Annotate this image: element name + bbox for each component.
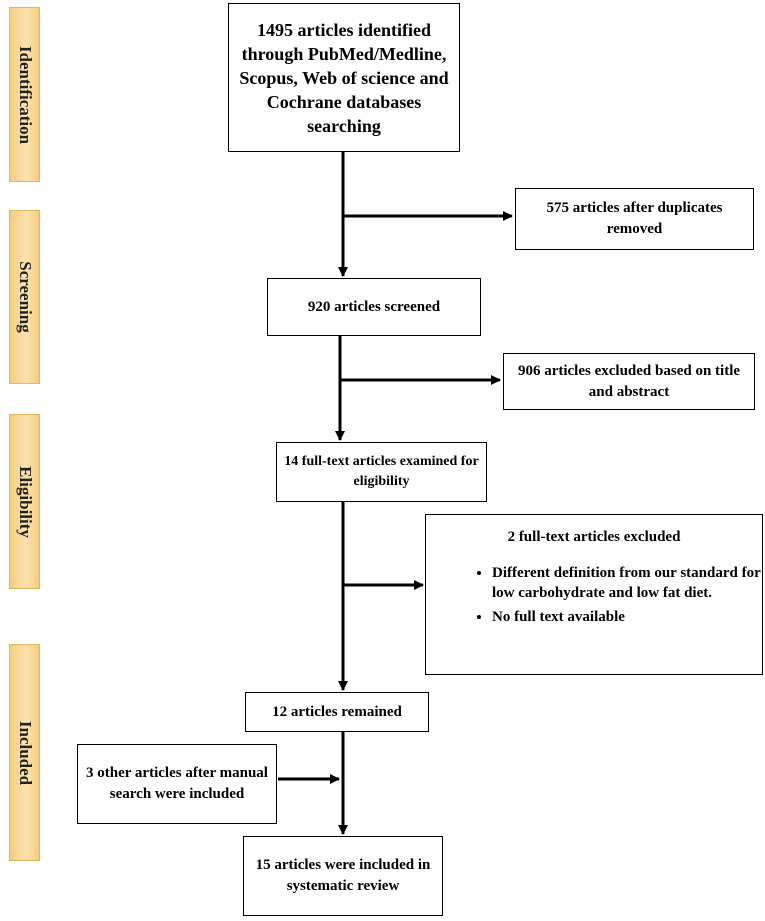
box-duplicates-text: 575 articles after duplicates removed	[546, 200, 723, 237]
phase-included: Included	[9, 644, 40, 861]
box-screened: 920 articles screened	[267, 278, 481, 336]
box-remained-text: 12 articles remained	[272, 703, 402, 720]
box-final: 15 articles were included in systematic …	[243, 836, 443, 916]
phase-identification: Identification	[9, 7, 40, 182]
box-remained: 12 articles remained	[245, 692, 429, 732]
exclusion-reason: Different definition from our standard f…	[492, 563, 762, 603]
box-excluded-title-text: 906 articles excluded based on title and…	[517, 362, 741, 400]
box-manual: 3 other articles after manual search wer…	[77, 744, 277, 824]
box-fulltext-excluded: 2 full-text articles excluded Different …	[425, 514, 763, 675]
phase-eligibility: Eligibility	[9, 414, 40, 589]
box-identified: 1495 articles identified through PubMed/…	[228, 3, 460, 152]
fulltext-excluded-title: 2 full-text articles excluded	[507, 529, 681, 545]
fulltext-excluded-reasons: Different definition from our standard f…	[448, 563, 762, 631]
box-duplicates: 575 articles after duplicates removed	[515, 188, 754, 250]
box-fulltext-text: 14 full-text articles examined for eligi…	[284, 454, 479, 489]
phase-screening: Screening	[9, 210, 40, 384]
exclusion-reason: No full text available	[492, 607, 762, 627]
box-excluded-title: 906 articles excluded based on title and…	[503, 353, 755, 410]
box-identified-text: 1495 articles identified through PubMed/…	[239, 19, 449, 136]
box-fulltext: 14 full-text articles examined for eligi…	[276, 442, 487, 502]
box-manual-text: 3 other articles after manual search wer…	[86, 765, 268, 802]
box-final-text: 15 articles were included in systematic …	[255, 857, 431, 894]
box-screened-text: 920 articles screened	[307, 298, 441, 315]
